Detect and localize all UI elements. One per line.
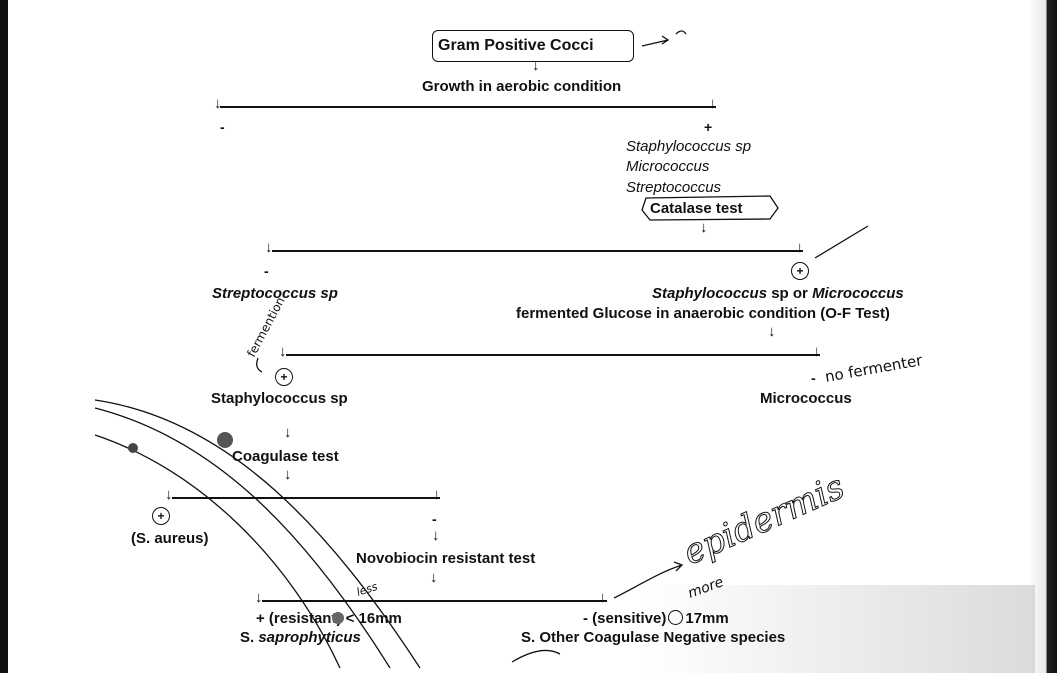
step1-organism-staph: Staphylococcus sp (626, 138, 752, 155)
step4-label: Coagulase test (232, 448, 339, 465)
arrow-step3-right: ↓ (813, 343, 821, 360)
step1-neg-sign: - (220, 119, 225, 135)
arrow-root-down: ↓ (532, 57, 540, 74)
arrow-step4-right: ↓ (433, 486, 441, 503)
bottom-shadow (640, 585, 1035, 673)
step5-sensitive-species: S. Other Coagulase Negative species (521, 629, 786, 646)
step1-label: Growth in aerobic condition (422, 78, 622, 95)
step2-label: Catalase test (650, 200, 743, 217)
step4-pos-circle: + (152, 507, 170, 525)
arrow-of-test-down: ↓ (768, 323, 776, 340)
dot-large (217, 432, 233, 448)
annotation-no-fermenter: no fermenter (824, 351, 925, 386)
left-edge-shadow (0, 0, 8, 673)
arrow-catalase-down: ↓ (700, 219, 708, 236)
dot-small (128, 443, 138, 453)
step2-pos-result-or: sp or (767, 285, 813, 302)
annotation-fermentation: fermention (244, 295, 287, 360)
root-side-mark (675, 30, 687, 35)
arrow-step1-left: ↓ (214, 95, 222, 112)
step2-pos-circle: + (791, 262, 809, 280)
step5-resistant-species: S. saprophyticus (240, 629, 361, 647)
arrow-step5-left: ↓ (255, 589, 263, 606)
step4-branch-line (172, 497, 440, 499)
epidermis-arrow (613, 561, 684, 599)
dot-bottom (332, 612, 344, 624)
step3-neg-sign: - (811, 370, 816, 386)
bottom-swirl (511, 649, 561, 663)
root-label: Gram Positive Cocci (438, 37, 594, 54)
step2-pos-result: Staphylococcus sp or Micrococcus (652, 285, 904, 303)
arrow-coagulase-down: ↓ (284, 466, 292, 483)
step2-neg-result: Streptococcus sp (212, 285, 338, 302)
step5-branch-line (262, 600, 607, 602)
step3-pos-result: Staphylococcus sp (211, 390, 348, 407)
curve-line-2 (94, 407, 391, 669)
step5-minus-circle (668, 610, 684, 625)
step3-pos-circle: + (275, 368, 293, 386)
step4-pos-result: (S. aureus) (131, 530, 209, 547)
right-edge-shadow (1031, 0, 1057, 673)
step3-label: fermented Glucose in anaerobic condition… (516, 305, 890, 322)
step2-pos-result-b: Micrococcus (812, 285, 904, 302)
step3-branch-line (286, 354, 820, 356)
step4-neg-sign: - (432, 511, 437, 527)
arrow-novobiocin-down: ↓ (430, 569, 438, 586)
root-box (432, 30, 634, 62)
arrow-to-coagulase: ↓ (284, 424, 292, 441)
arrow-step2-left: ↓ (265, 239, 273, 256)
step5-sensitive-label: - (sensitive) 17mm (583, 610, 729, 628)
arrow-step2-right: ↓ (796, 239, 804, 256)
step1-organism-strep: Streptococcus (626, 179, 722, 196)
step5-resistant-name: saprophyticus (258, 629, 361, 646)
step1-pos-sign: + (704, 119, 713, 135)
step5-resistant-label: + (resistant) < 16mm (256, 610, 402, 627)
step1-branch-line (220, 106, 716, 108)
annotation-epidermis: epidermis (677, 467, 850, 573)
catalase-pos-tick (814, 225, 869, 259)
step5-label: Novobiocin resistant test (356, 550, 536, 567)
step3-neg-result: Micrococcus (760, 390, 852, 407)
arrow-to-novobiocin: ↓ (432, 527, 440, 544)
step5-sensitive-text: - (sensitive) (583, 610, 667, 627)
step2-pos-result-a: Staphylococcus (652, 285, 768, 302)
annotation-less: less (355, 580, 380, 599)
arrow-step4-left: ↓ (165, 486, 173, 503)
step5-sensitive-size: 17mm (685, 610, 729, 627)
arrow-step3-left: ↓ (279, 343, 287, 360)
step5-resistant-prefix: S. (240, 629, 259, 646)
annotation-more: more (686, 574, 726, 602)
step1-organism-micro: Micrococcus (626, 158, 710, 175)
fermentation-hook (256, 357, 263, 373)
curve-line-3 (94, 434, 341, 669)
arrow-step1-right: ↓ (709, 95, 717, 112)
step2-neg-sign: - (264, 263, 269, 279)
curve-line-1 (94, 399, 421, 669)
root-side-arrow (641, 35, 670, 47)
arrow-step5-right: ↓ (599, 589, 607, 606)
step2-branch-line (272, 250, 803, 252)
